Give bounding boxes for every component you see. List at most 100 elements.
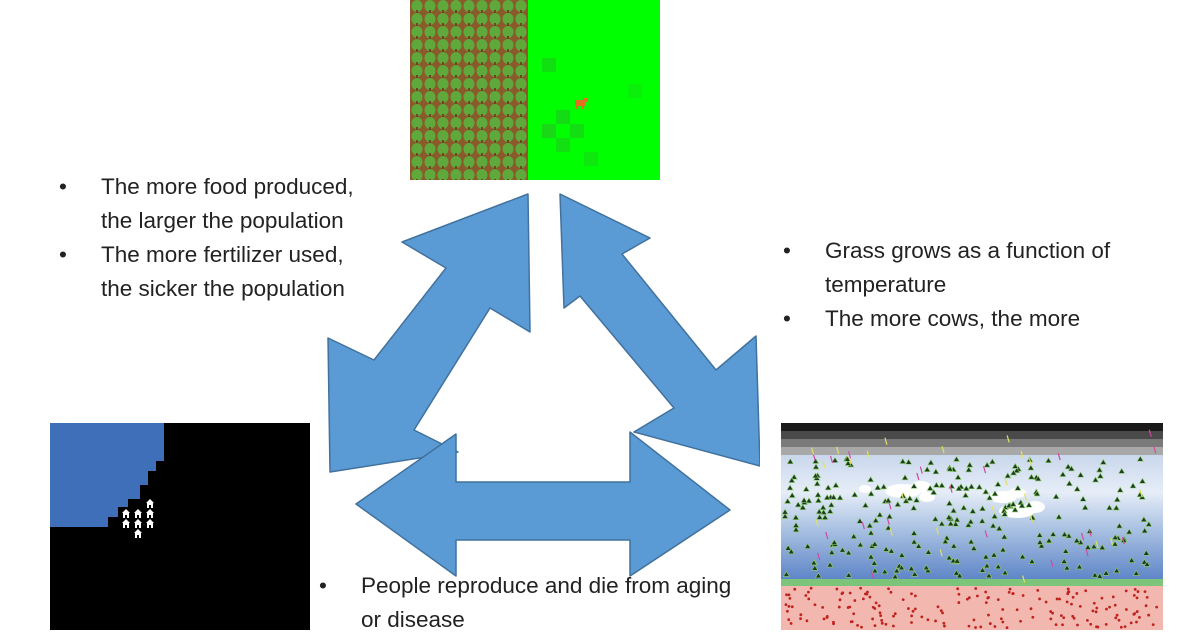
farm-simulation-image <box>410 0 660 180</box>
climate-simulation-image <box>781 423 1163 630</box>
village-houses <box>122 499 154 538</box>
tree-icon <box>502 78 514 91</box>
house-icon <box>146 519 154 528</box>
tree-icon <box>476 169 488 180</box>
tree-icon <box>476 26 488 39</box>
tree-icon <box>463 0 475 13</box>
tree-icon <box>424 26 436 39</box>
earth-heat-particles <box>784 586 1159 630</box>
tree-icon <box>502 91 514 104</box>
text-block-grass-cows: Grass grows as a function of temperature… <box>781 234 1181 336</box>
tree-icon <box>450 39 462 52</box>
tree-icon <box>437 78 449 91</box>
tree-icon <box>411 13 423 26</box>
tree-icon <box>437 117 449 130</box>
tree-icon <box>489 0 501 13</box>
tree-icon <box>502 169 514 180</box>
tree-icon <box>411 143 423 156</box>
tree-icon <box>489 39 501 52</box>
tree-icon <box>411 130 423 143</box>
cycle-arrows-diagram <box>327 193 760 577</box>
tree-icon <box>437 130 449 143</box>
tree-icon <box>502 52 514 65</box>
tree-icon <box>424 13 436 26</box>
tree-icon <box>450 130 462 143</box>
tree-icon <box>437 169 449 180</box>
tree-icon <box>515 65 527 78</box>
house-icon <box>134 509 142 518</box>
tree-icon <box>476 0 488 13</box>
tree-icon <box>437 0 449 13</box>
bullet-food-population: The more food produced, the larger the p… <box>57 170 357 238</box>
climate-simulation-panel <box>781 423 1163 630</box>
village-simulation-image <box>50 423 310 630</box>
tree-icon <box>437 65 449 78</box>
tree-icon <box>463 104 475 117</box>
farm-simulation-panel <box>410 0 660 180</box>
tree-icon <box>411 91 423 104</box>
tree-icon <box>424 104 436 117</box>
tree-icon <box>463 13 475 26</box>
house-icon <box>146 509 154 518</box>
tree-icon <box>515 78 527 91</box>
tree-icon <box>476 143 488 156</box>
tree-icon <box>411 78 423 91</box>
tree-icon <box>489 169 501 180</box>
tree-icon <box>463 39 475 52</box>
tree-icon <box>424 156 436 169</box>
tree-icon <box>424 0 436 13</box>
tree-icon <box>515 13 527 26</box>
tree-icon <box>424 143 436 156</box>
tree-icon <box>476 78 488 91</box>
tree-icon <box>437 143 449 156</box>
bullet-fertilizer-sickness: The more fertilizer used, the sicker the… <box>57 238 357 306</box>
tree-icon <box>411 169 423 180</box>
tree-icon <box>450 91 462 104</box>
house-icon <box>122 509 130 518</box>
tree-icon <box>515 156 527 169</box>
tree-icon <box>476 104 488 117</box>
tree-icon <box>502 39 514 52</box>
tree-icon <box>450 104 462 117</box>
tree-icon <box>489 13 501 26</box>
house-icon <box>134 519 142 528</box>
tree-icon <box>489 104 501 117</box>
tree-icon <box>463 117 475 130</box>
tree-icon <box>450 117 462 130</box>
tree-icon <box>502 65 514 78</box>
house-icon <box>122 519 130 528</box>
tree-icon <box>476 130 488 143</box>
tree-icon <box>411 52 423 65</box>
tree-icon <box>489 130 501 143</box>
tree-icon <box>489 91 501 104</box>
tree-icon <box>515 143 527 156</box>
tree-icon <box>463 52 475 65</box>
village-simulation-panel <box>50 423 310 630</box>
tree-icon <box>424 130 436 143</box>
tree-icon <box>424 78 436 91</box>
tree-icon <box>502 156 514 169</box>
tree-icon <box>489 78 501 91</box>
tree-icon <box>411 156 423 169</box>
tree-icon <box>489 26 501 39</box>
tree-icon <box>450 65 462 78</box>
text-block-people: People reproduce and die from aging or d… <box>317 569 737 637</box>
bullet-grass-temperature: Grass grows as a function of temperature <box>781 234 1181 302</box>
tree-icon <box>450 143 462 156</box>
tree-icon <box>476 39 488 52</box>
tree-icon <box>515 52 527 65</box>
text-block-food-population: The more food produced, the larger the p… <box>57 170 357 306</box>
tree-icon <box>450 0 462 13</box>
tree-icon <box>424 169 436 180</box>
tree-icon <box>424 52 436 65</box>
tree-icon <box>515 0 527 13</box>
sun-ray-particles <box>811 429 1157 583</box>
co2-particle-icon <box>781 455 1153 580</box>
tree-icon <box>502 26 514 39</box>
tree-icon <box>437 104 449 117</box>
arrow-climate-to-people <box>355 431 731 577</box>
earth-layer <box>781 586 1163 630</box>
tree-icon <box>515 26 527 39</box>
tree-icon <box>463 65 475 78</box>
arrow-people-to-farm <box>327 193 531 473</box>
